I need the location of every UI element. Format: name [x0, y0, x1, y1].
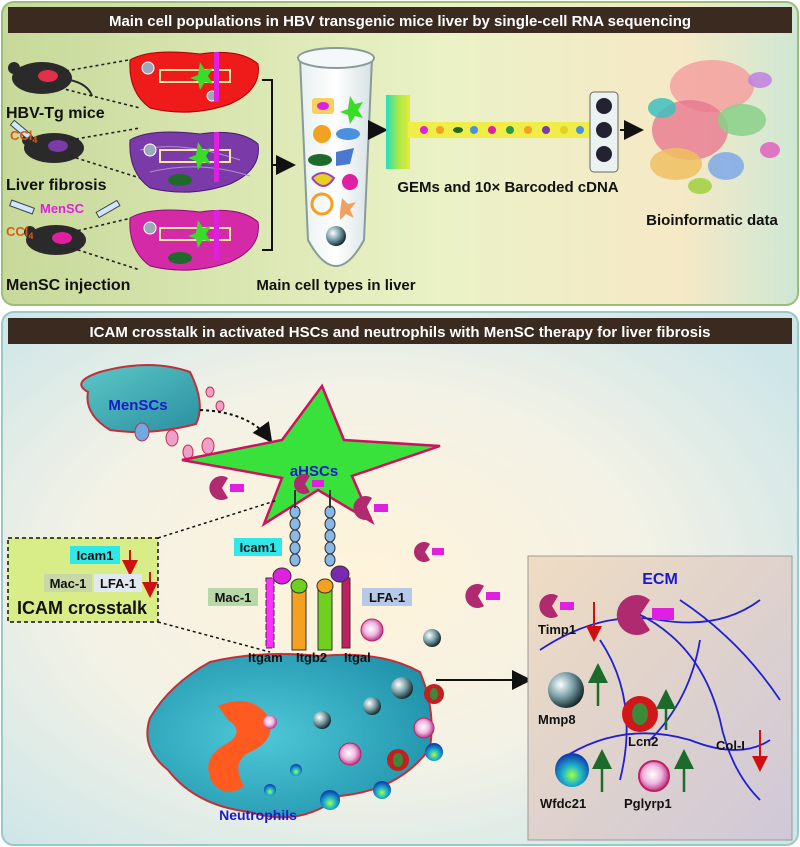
itgam-label: Itgam: [248, 650, 283, 665]
liver-hbv: [129, 51, 259, 113]
inset-lfa1: LFA-1: [100, 576, 136, 591]
lcn2-label: Lcn2: [628, 734, 658, 749]
mouse-fibrosis: [9, 119, 84, 163]
inset-title: ICAM crosstalk: [17, 598, 148, 618]
lfa1-box: [362, 588, 412, 606]
lfa1-label: LFA-1: [369, 590, 405, 605]
inset-mac1-box: [44, 574, 92, 592]
pglyrp1-label: Pglyrp1: [624, 796, 672, 811]
ecm-wfdc21: [555, 753, 589, 787]
ecm-pglyrp1: [638, 760, 670, 792]
ahsc-cell: [181, 383, 441, 528]
inset-icam1: Icam1: [77, 548, 114, 563]
inset-mac1: Mac-1: [50, 576, 87, 591]
bottom-title-bar: [8, 318, 792, 344]
neutrophil-cell: [146, 618, 444, 819]
mac1-box: [208, 588, 258, 606]
gem-caption: GEMs and 10× Barcoded cDNA: [397, 179, 618, 196]
itgal-label: Itgal: [344, 650, 371, 665]
inset-connector-bottom: [157, 621, 271, 653]
wfdc21-label: Wfdc21: [540, 796, 586, 811]
group-label-hbv: HBV-Tg mice: [6, 105, 105, 122]
top-title-bar: [8, 7, 792, 33]
gem-bar: [386, 91, 619, 173]
icam1-label: Icam1: [240, 540, 277, 555]
menscs-cell: [80, 364, 225, 460]
ecm-pac-large: [616, 595, 674, 635]
top-title: Main cell populations in HBV transgenic …: [109, 13, 691, 30]
icam1-box: [234, 538, 282, 556]
inset-lfa1-box: [94, 574, 142, 592]
mac1-label: Mac-1: [215, 590, 252, 605]
inset-icam1-box: [70, 546, 120, 564]
bracket-arrow: [262, 79, 292, 251]
ccl4-label-2: CCl4: [6, 224, 33, 241]
bio-caption: Bioinformatic data: [646, 212, 778, 229]
bottom-title: ICAM crosstalk in activated HSCs and neu…: [90, 324, 711, 341]
ecm-mmp8: [548, 672, 584, 708]
inset-connector-top: [157, 499, 279, 539]
timp1-label: Timp1: [538, 622, 576, 637]
mouse-hbv: [8, 62, 93, 97]
menscs-label: MenSCs: [108, 397, 167, 414]
ecm-lcn2: [622, 696, 658, 732]
mouse-liver-connectors: [59, 57, 141, 271]
mouse-mensc: [9, 199, 121, 255]
group-label-mensc: MenSC injection: [6, 277, 130, 294]
tube-caption: Main cell types in liver: [256, 277, 415, 294]
tsne-plot: [648, 60, 780, 194]
ecm-title: ECM: [642, 571, 678, 588]
group-label-fibrosis: Liver fibrosis: [6, 177, 107, 194]
receptor-chains: [265, 490, 351, 651]
liver-mensc: [129, 209, 259, 271]
timp-proteins: [209, 474, 500, 609]
ecm-fibers: [539, 599, 781, 801]
itgb2-label: Itgb2: [296, 650, 327, 665]
ecm-timp1: [539, 594, 574, 618]
liver-fibrosis: [129, 131, 259, 193]
tube: [297, 47, 375, 267]
mensc-arrow: [199, 409, 273, 444]
neutrophils-label: Neutrophils: [219, 807, 297, 823]
ccl4-label-1: CCl4: [10, 128, 37, 145]
mmp8-label: Mmp8: [538, 712, 576, 727]
mensc-label: MenSC: [40, 201, 85, 216]
coli-label: Col-I: [716, 738, 745, 753]
